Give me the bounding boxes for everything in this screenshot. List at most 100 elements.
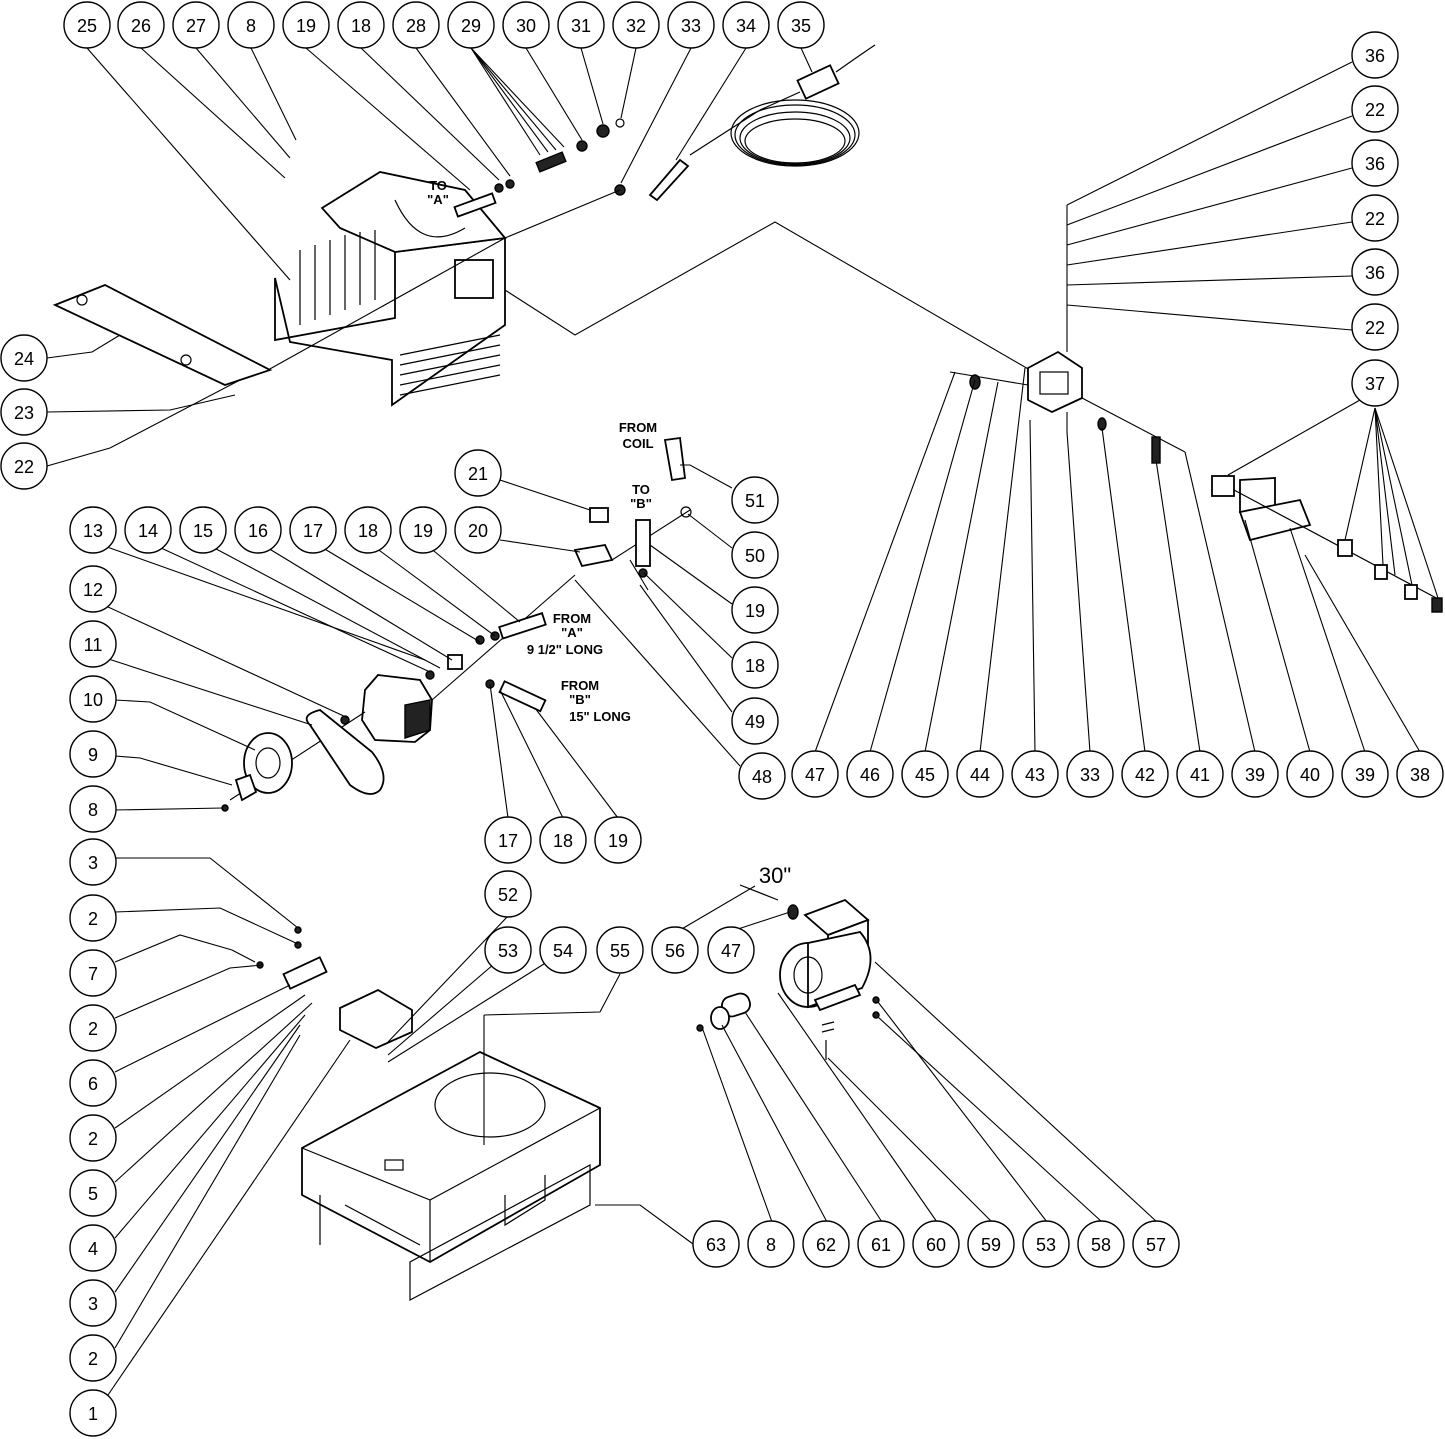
callout-number: 53	[1036, 1235, 1056, 1255]
callout-bubble: 36	[1351, 139, 1399, 187]
callout-bubble: 18	[344, 506, 392, 554]
callout-circle	[1341, 750, 1389, 798]
callout-number: 41	[1190, 765, 1210, 785]
note-from-a-line2: "A"	[561, 625, 583, 640]
callout-number: 28	[406, 16, 426, 36]
callout-number: 43	[1025, 765, 1045, 785]
callout-circle	[912, 1220, 960, 1268]
callout-circle	[731, 476, 779, 524]
callout-circle	[69, 1279, 117, 1327]
callout-number: 29	[461, 16, 481, 36]
callout-bubble: 47	[791, 750, 839, 798]
callout-bubble: 25	[63, 1, 111, 49]
callout-circle	[69, 1389, 117, 1437]
note-from-a-line3: 9 1/2" LONG	[527, 642, 603, 657]
callout-number: 2	[88, 1129, 98, 1149]
callout-circle	[0, 334, 48, 382]
callout-bubble: 8	[69, 785, 117, 833]
callout-number: 59	[981, 1235, 1001, 1255]
callout-circle	[69, 894, 117, 942]
callout-circle	[69, 1004, 117, 1052]
callout-bubble: 22	[1351, 85, 1399, 133]
callout-bubble: 30	[502, 1, 550, 49]
callout-number: 13	[83, 521, 103, 541]
callout-bubble: 18	[337, 1, 385, 49]
callout-bubble: 17	[484, 816, 532, 864]
callout-number: 47	[721, 941, 741, 961]
callout-bubble: 51	[731, 476, 779, 524]
callout-number: 58	[1091, 1235, 1111, 1255]
callout-circle	[612, 1, 660, 49]
callout-circle	[901, 750, 949, 798]
callout-circle	[1066, 750, 1114, 798]
note-hose-length: 30"	[759, 863, 791, 888]
callout-circle	[282, 1, 330, 49]
callout-bubble: 31	[557, 1, 605, 49]
callout-number: 39	[1245, 765, 1265, 785]
callout-circle	[484, 870, 532, 918]
callout-bubble: 49	[731, 697, 779, 745]
callout-circle	[484, 926, 532, 974]
callout-circle	[738, 752, 786, 800]
callout-circle	[179, 506, 227, 554]
callout-bubble: 60	[912, 1220, 960, 1268]
callout-bubble: 53	[1022, 1220, 1070, 1268]
callout-bubble: 46	[846, 750, 894, 798]
callout-bubble: 52	[484, 870, 532, 918]
callout-bubble: 2	[69, 1004, 117, 1052]
callout-circle	[69, 620, 117, 668]
callout-bubble: 22	[1351, 303, 1399, 351]
note-to-b-line1: TO	[632, 482, 650, 497]
callout-circle	[454, 506, 502, 554]
cord-bracket	[1211, 475, 1443, 613]
callout-circle	[1351, 359, 1399, 407]
callout-bubble: 29	[447, 1, 495, 49]
callout-number: 32	[626, 16, 646, 36]
callout-circle	[172, 1, 220, 49]
callout-bubble: 11	[69, 620, 117, 668]
callout-circle	[69, 1224, 117, 1272]
callout-number: 20	[468, 521, 488, 541]
callout-circle	[0, 442, 48, 490]
callout-bubble: 56	[651, 926, 699, 974]
callout-number: 15	[193, 521, 213, 541]
callout-bubble: 28	[392, 1, 440, 49]
callout-bubble: 54	[539, 926, 587, 974]
callout-number: 45	[915, 765, 935, 785]
callout-circle	[124, 506, 172, 554]
callout-number: 22	[1365, 318, 1385, 338]
leader-lines	[46, 47, 1439, 1396]
callout-bubble: 44	[956, 750, 1004, 798]
callout-bubble: 8	[227, 1, 275, 49]
callout-bubble: 43	[1011, 750, 1059, 798]
callout-bubble: 55	[596, 926, 644, 974]
callout-number: 49	[745, 712, 765, 732]
note-from-b-line3: 15" LONG	[569, 709, 631, 724]
callout-number: 2	[88, 1349, 98, 1369]
callout-bubble: 47	[707, 926, 755, 974]
callout-circle	[399, 506, 447, 554]
callout-number: 19	[413, 521, 433, 541]
callout-circle	[857, 1220, 905, 1268]
callout-number: 5	[88, 1184, 98, 1204]
callout-number: 39	[1355, 765, 1375, 785]
callout-circle	[69, 949, 117, 997]
callout-circle	[454, 449, 502, 497]
note-from-a-line1: FROM	[553, 611, 591, 626]
callout-bubble: 62	[802, 1220, 850, 1268]
callout-number: 54	[553, 941, 573, 961]
callout-circle	[69, 1059, 117, 1107]
callout-bubble: 19	[731, 586, 779, 634]
annotations: TO "A" FROM COIL TO "B" FROM "A" 9 1/2" …	[427, 178, 791, 888]
callout-circle	[1351, 139, 1399, 187]
callout-circle	[69, 506, 117, 554]
callout-circle	[69, 565, 117, 613]
callout-number: 22	[14, 457, 34, 477]
callout-circle	[69, 1169, 117, 1217]
base-frame	[301, 1015, 601, 1301]
callout-circle	[69, 785, 117, 833]
callout-bubble: 22	[1351, 194, 1399, 242]
callout-circle	[344, 506, 392, 554]
callout-bubble: 33	[667, 1, 715, 49]
callout-bubble: 16	[234, 506, 282, 554]
